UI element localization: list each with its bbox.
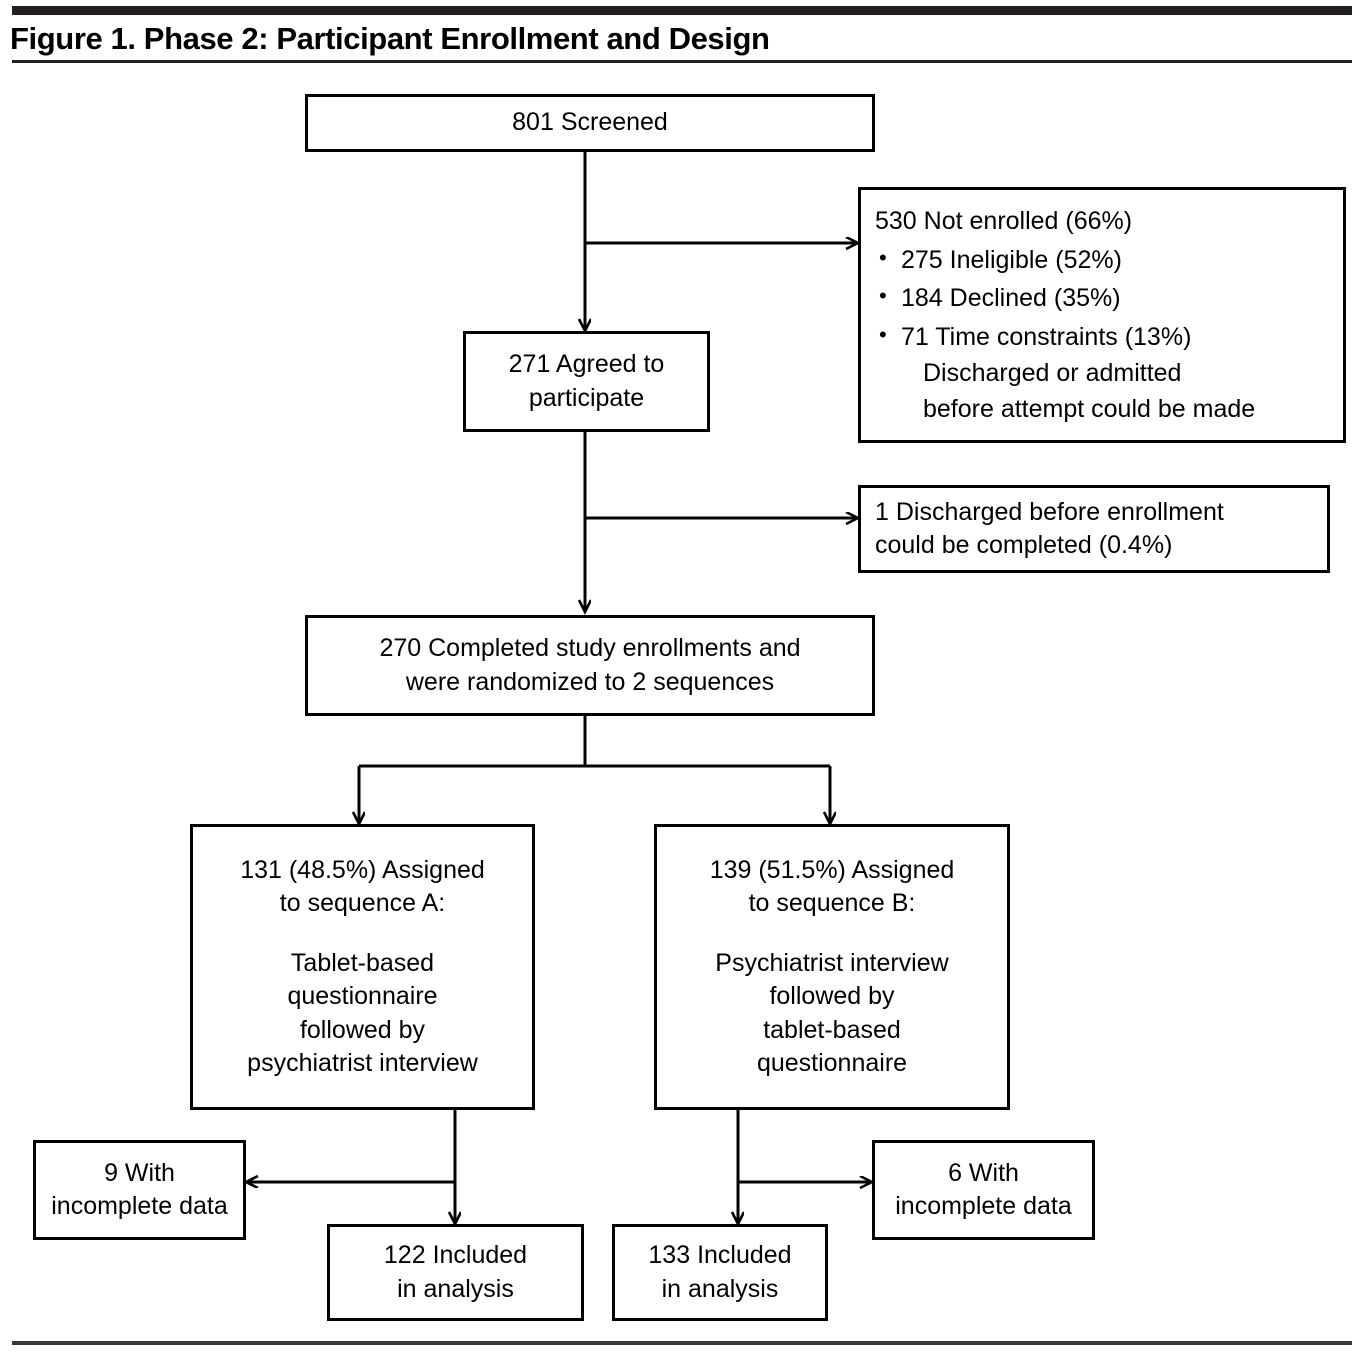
node-discharged-line-2: could be completed (0.4%) xyxy=(875,531,1173,559)
list-item: • 184 Declined (35%) xyxy=(875,282,1329,316)
sequence-a-desc-line-3: followed by xyxy=(299,1015,426,1044)
node-incomplete-b: 6 With incomplete data xyxy=(872,1140,1095,1240)
node-discharged-line-1: 1 Discharged before enrollment xyxy=(875,497,1224,526)
node-agreed-line-1: 271 Agreed to xyxy=(508,350,665,378)
not-enrolled-note-line-2: before attempt could be made xyxy=(923,394,1256,423)
node-discharged: 1 Discharged before enrollment could be … xyxy=(858,485,1330,573)
list-item: • 275 Ineligible (52%) xyxy=(875,244,1329,278)
bullet-icon: • xyxy=(879,321,887,347)
node-sequence-b: 139 (51.5%) Assigned to sequence B: Psyc… xyxy=(654,824,1010,1110)
list-item: • 71 Time constraints (13%) xyxy=(875,321,1329,355)
node-screened: 801 Screened xyxy=(305,94,875,152)
list-item-label: 71 Time constraints (13%) xyxy=(901,322,1192,351)
incomplete-b-line-2: incomplete data xyxy=(895,1192,1072,1220)
incomplete-a-line-2: incomplete data xyxy=(51,1192,228,1220)
included-b-line-2: in analysis xyxy=(661,1274,779,1303)
included-a-line-2: in analysis xyxy=(397,1274,514,1303)
not-enrolled-note-line-1: Discharged or admitted xyxy=(923,359,1182,387)
sequence-b-desc-line-4: questionnaire xyxy=(756,1049,908,1077)
sequence-b-desc-line-3: tablet-based xyxy=(763,1015,901,1044)
node-agreed: 271 Agreed to participate xyxy=(463,331,710,432)
node-randomized-line-2: were randomized to 2 sequences xyxy=(405,667,775,696)
incomplete-b-line-1: 6 With xyxy=(948,1158,1019,1187)
title-underline-rule xyxy=(12,60,1352,63)
sequence-b-desc-line-2: followed by xyxy=(769,982,895,1010)
bottom-rule xyxy=(12,1341,1352,1345)
list-item-label: 275 Ineligible (52%) xyxy=(901,245,1122,274)
included-b-line-1: 133 Included xyxy=(648,1241,792,1269)
top-rule xyxy=(12,6,1352,15)
sequence-b-spacer xyxy=(671,921,993,947)
sequence-b-assign-line-2: to sequence B: xyxy=(748,889,916,917)
sequence-b-assign-line-1: 139 (51.5%) Assigned xyxy=(709,855,955,884)
included-a-line-1: 122 Included xyxy=(383,1241,528,1269)
sequence-a-assign-line-1: 131 (48.5%) Assigned xyxy=(240,855,485,884)
not-enrolled-headline: 530 Not enrolled (66%) xyxy=(875,207,1133,235)
node-sequence-a: 131 (48.5%) Assigned to sequence A: Tabl… xyxy=(190,824,535,1110)
incomplete-a-line-1: 9 With xyxy=(104,1158,175,1187)
node-randomized-line-1: 270 Completed study enrollments and xyxy=(379,634,801,662)
node-screened-label: 801 Screened xyxy=(512,108,668,137)
node-not-enrolled: 530 Not enrolled (66%) • 275 Ineligible … xyxy=(858,187,1346,443)
not-enrolled-list: • 275 Ineligible (52%) • 184 Declined (3… xyxy=(875,244,1329,355)
node-included-a: 122 Included in analysis xyxy=(327,1224,584,1321)
sequence-a-assign-line-2: to sequence A: xyxy=(279,889,446,917)
sequence-a-desc-line-1: Tablet-based xyxy=(290,948,435,977)
node-incomplete-a: 9 With incomplete data xyxy=(33,1140,246,1240)
sequence-a-desc-line-2: questionnaire xyxy=(287,982,438,1010)
list-item-label: 184 Declined (35%) xyxy=(901,284,1121,312)
node-randomized: 270 Completed study enrollments and were… xyxy=(305,615,875,716)
bullet-icon: • xyxy=(879,283,887,308)
bullet-icon: • xyxy=(879,244,887,270)
sequence-b-desc-line-1: Psychiatrist interview xyxy=(715,948,949,977)
sequence-a-spacer xyxy=(207,921,518,947)
figure-title: Figure 1. Phase 2: Participant Enrollmen… xyxy=(10,21,770,56)
node-agreed-line-2: participate xyxy=(528,383,645,412)
node-included-b: 133 Included in analysis xyxy=(612,1224,828,1321)
sequence-a-desc-line-4: psychiatrist interview xyxy=(247,1049,478,1077)
